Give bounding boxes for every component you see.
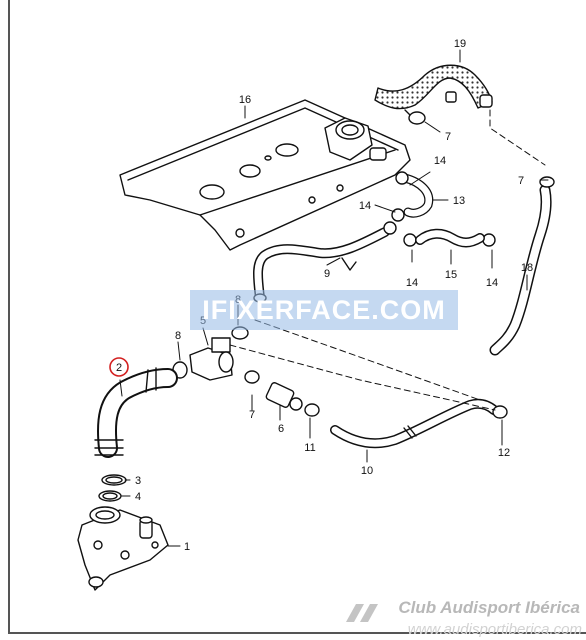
hose-10-part — [330, 398, 508, 449]
callout-14-right: 14 — [486, 277, 498, 289]
valve-6-part — [244, 370, 320, 417]
callout-9: 9 — [324, 268, 330, 280]
callout-7-right: 7 — [518, 175, 524, 187]
callout-15: 15 — [445, 269, 457, 281]
o-rings-3-4 — [98, 474, 127, 502]
callout-18: 18 — [521, 262, 533, 274]
hose-19-part — [374, 64, 493, 110]
club-name: Club Audisport Ibérica — [398, 598, 580, 617]
routing-lines — [229, 109, 546, 411]
callout-14-top: 14 — [434, 155, 446, 167]
callout-10: 10 — [361, 465, 373, 477]
club-url: www.audisportiberica.com — [407, 621, 582, 638]
hose-15-part — [415, 228, 485, 248]
callout-8-left: 8 — [175, 330, 181, 342]
club-logo-icon — [346, 604, 378, 622]
callout-3: 3 — [135, 475, 141, 487]
valve-cover-part — [119, 99, 411, 251]
elbow-hose-2-part — [94, 367, 178, 458]
breather-housing-1-part — [77, 506, 169, 591]
frame-left-border — [8, 0, 10, 634]
clamp-7a-part — [404, 109, 426, 125]
hose-9-part — [253, 221, 397, 303]
frame-bottom-border — [8, 632, 586, 634]
callout-7-mid: 7 — [249, 409, 255, 421]
hose-13-part — [395, 171, 434, 218]
callout-7-top: 7 — [445, 131, 451, 143]
callout-1: 1 — [184, 541, 190, 553]
callout-14-mid: 14 — [406, 277, 418, 289]
connector-5-part — [172, 326, 249, 381]
highlight-ring — [109, 357, 129, 377]
clamp-14-parts — [391, 208, 496, 247]
callout-6: 6 — [278, 423, 284, 435]
watermark-banner: IFIXERFACE.COM — [190, 290, 458, 330]
callout-4: 4 — [135, 491, 141, 503]
callout-2: 2 — [116, 362, 122, 374]
callout-16: 16 — [239, 94, 251, 106]
callout-13: 13 — [453, 195, 465, 207]
callout-19: 19 — [454, 38, 466, 50]
callout-11: 11 — [304, 442, 315, 454]
callout-12: 12 — [498, 447, 510, 459]
callout-14-left: 14 — [359, 200, 371, 212]
